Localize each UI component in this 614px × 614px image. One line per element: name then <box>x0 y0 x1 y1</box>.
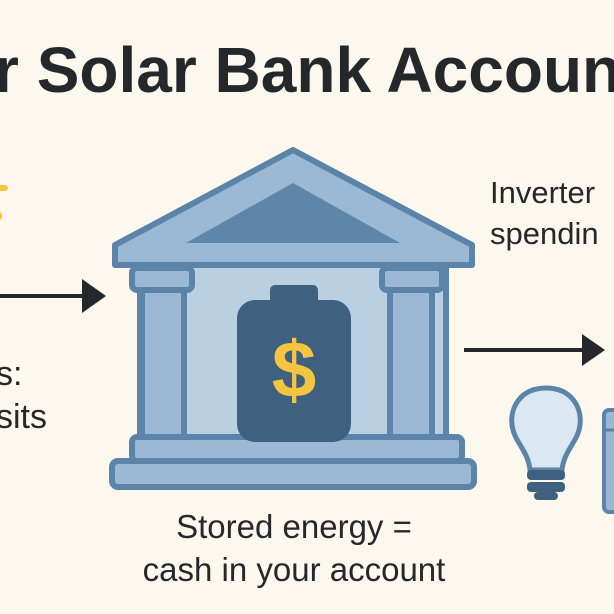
title: r Solar Bank Accoun <box>0 34 614 106</box>
right-label-line2: spendin <box>490 216 599 251</box>
left-label-line2: sits <box>0 398 47 436</box>
bottom-label-line2: cash in your account <box>143 551 446 588</box>
sun-icon <box>0 185 8 220</box>
lightbulb-icon <box>509 385 583 500</box>
arrow-icon <box>464 334 605 366</box>
bottom-label-line1: Stored energy = <box>176 508 412 545</box>
left-label-line1: s: <box>0 355 22 393</box>
right-label-line1: Inverter <box>490 175 595 210</box>
battery-icon: $ <box>237 285 351 442</box>
arrow-icon <box>0 279 106 313</box>
dollar-sign: $ <box>272 325 317 414</box>
appliance-icon <box>602 408 614 514</box>
